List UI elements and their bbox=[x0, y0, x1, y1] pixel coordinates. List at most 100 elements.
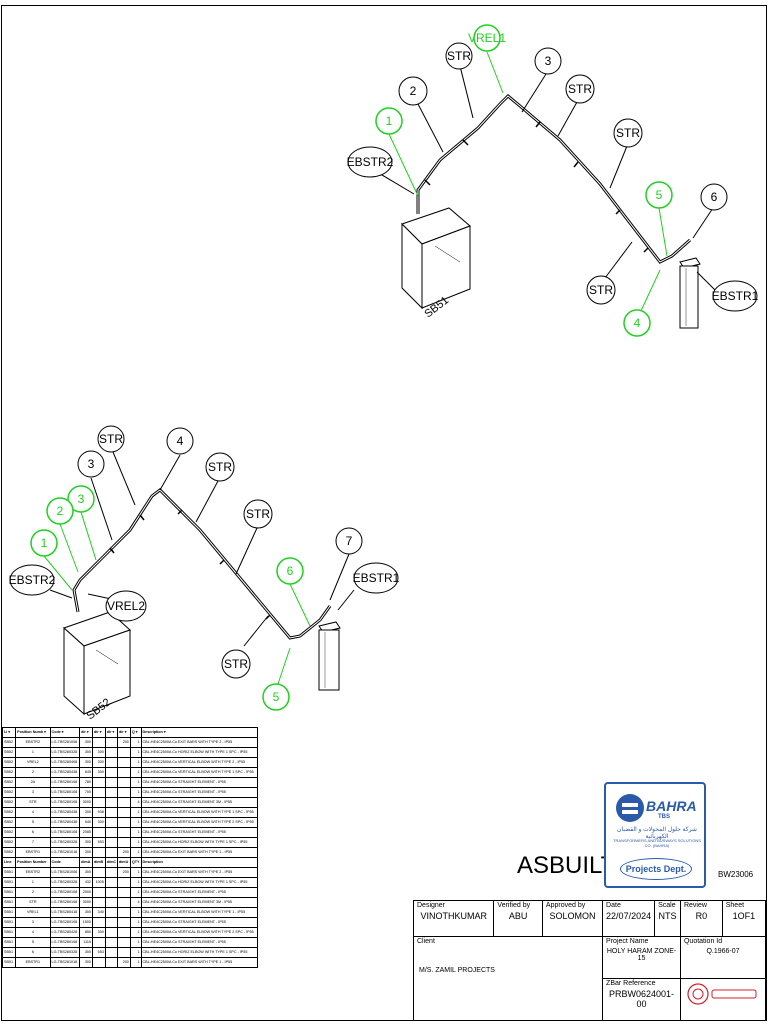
svg-text:6: 6 bbox=[711, 190, 718, 204]
table-cell: SB52 bbox=[1, 807, 17, 818]
table-cell: 3000 bbox=[79, 797, 93, 808]
table-cell: 1 bbox=[129, 887, 142, 898]
table-cell: CBL-HE4C2500A Cu VERTICAL ELBOW WITH TYP… bbox=[140, 757, 259, 768]
callout-str: STR bbox=[205, 452, 235, 482]
table-cell bbox=[104, 797, 119, 808]
table-cell bbox=[117, 767, 131, 778]
callout-str: STR bbox=[445, 42, 473, 70]
table-cell: 1 bbox=[129, 817, 142, 828]
table-cell: 300 bbox=[79, 847, 93, 858]
table-cell: 700 bbox=[79, 787, 93, 798]
table-cell: VREL2 bbox=[15, 757, 51, 768]
table-cell: LG-TBS280108 bbox=[49, 777, 81, 788]
bom-header-cell: dir ▾ bbox=[104, 727, 119, 738]
table-cell: 540 bbox=[79, 817, 93, 828]
table-cell: CBL-HE4C2500A Cu VERTICAL ELBOW WITH TYP… bbox=[140, 907, 259, 918]
bill-of-materials: Li ▾Position Numb ▾Code ▾dir ▾dir ▾dir ▾… bbox=[1, 727, 259, 968]
table-cell: 1 bbox=[129, 947, 142, 958]
bom-header-cell: Line bbox=[1, 857, 17, 868]
table-cell: 2 bbox=[15, 767, 51, 778]
table-cell: 1 bbox=[129, 747, 142, 758]
bom-header-cell: Li ▾ bbox=[1, 727, 17, 738]
bom-header-cell: dimA bbox=[79, 857, 93, 868]
table-cell: 300 bbox=[79, 757, 93, 768]
table-cell bbox=[104, 957, 119, 968]
table-cell: 200 bbox=[117, 867, 131, 878]
callout-1: 1 bbox=[375, 107, 403, 135]
svg-text:5: 5 bbox=[656, 188, 663, 202]
callout-6: 6 bbox=[276, 557, 304, 585]
callout-ebstr1: EBSTR1 bbox=[712, 280, 759, 312]
svg-text:VREL1: VREL1 bbox=[468, 31, 506, 45]
logo-dept: Projects Dept. bbox=[620, 858, 692, 880]
table-cell: 1 bbox=[129, 787, 142, 798]
table-cell: 2500 bbox=[79, 887, 93, 898]
table-cell bbox=[104, 827, 119, 838]
svg-text:EBSTR2: EBSTR2 bbox=[9, 573, 56, 587]
table-cell: LG-TBS280418 bbox=[49, 907, 81, 918]
callout-4: 4 bbox=[166, 427, 194, 455]
table-cell: CBL-HE4C2500A Cu VERTICAL ELBOW WITH TYP… bbox=[140, 807, 259, 818]
table-cell: EBSTR2 bbox=[15, 737, 51, 748]
table-cell: 300 bbox=[79, 747, 93, 758]
table-cell: SB52 bbox=[1, 737, 17, 748]
svg-text:STR: STR bbox=[568, 82, 592, 96]
table-cell: SB51 bbox=[1, 937, 17, 948]
callout-2: 2 bbox=[46, 497, 74, 525]
table-cell: LG-TBS280328 bbox=[49, 947, 81, 958]
table-cell: SB51 bbox=[1, 907, 17, 918]
table-cell: 1 bbox=[129, 957, 142, 968]
table-cell bbox=[104, 737, 119, 748]
table-cell bbox=[91, 937, 106, 948]
table-cell: 2 bbox=[15, 887, 51, 898]
drawing-number: BW23006 bbox=[718, 870, 754, 879]
bom-header-cell: Position Numb ▾ bbox=[15, 727, 51, 738]
table-cell bbox=[117, 887, 131, 898]
table-cell: SB52 bbox=[1, 777, 17, 788]
callout-7: 7 bbox=[335, 527, 363, 555]
table-cell: 1005 bbox=[91, 877, 106, 888]
table-cell bbox=[104, 937, 119, 948]
table-cell: CBL-HE4C2500A Cu HORIZ ELBOW WITH TYPE 1… bbox=[140, 747, 259, 758]
svg-text:2: 2 bbox=[57, 504, 64, 518]
table-cell bbox=[104, 847, 119, 858]
table-cell: 1 bbox=[129, 867, 142, 878]
table-cell: SB52 bbox=[1, 817, 17, 828]
callout-vrel2: VREL2 bbox=[105, 590, 147, 622]
table-cell: 1 bbox=[129, 767, 142, 778]
table-cell: LG-TBS281018 bbox=[49, 957, 81, 968]
bom-header-cell: dimU bbox=[117, 857, 131, 868]
table-cell: LG-TBS280108 bbox=[49, 787, 81, 798]
table-cell: 200 bbox=[117, 957, 131, 968]
table-cell: CBL-HE4C2500A Cu HORIZ ELBOW WITH TYPE 1… bbox=[140, 947, 259, 958]
table-cell: 300 bbox=[91, 767, 106, 778]
bahra-mark-icon bbox=[616, 794, 644, 822]
table-cell: 1 bbox=[15, 747, 51, 758]
table-cell: LG-TBS280328 bbox=[49, 837, 81, 848]
table-cell: CBL-HE4C2500A Cu EXIT BARS WITH TYPE 1 -… bbox=[140, 847, 259, 858]
table-cell: LG-TBS280428 bbox=[49, 927, 81, 938]
table-cell: 200 bbox=[117, 737, 131, 748]
table-cell: LG-TBS280438 bbox=[49, 767, 81, 778]
table-cell bbox=[91, 827, 106, 838]
table-cell: CBL-HE4C2500A Cu STRAIGHT ELEMENT - IP55 bbox=[140, 777, 259, 788]
table-cell: CBL-HE4C2500A Cu EXIT BARS WITH TYPE 1 -… bbox=[140, 957, 259, 968]
table-cell bbox=[104, 947, 119, 958]
table-cell: CBL-HE4C2500A Cu VERTICAL ELBOW WITH TYP… bbox=[140, 817, 259, 828]
table-cell: SB51 bbox=[1, 867, 17, 878]
svg-text:STR: STR bbox=[99, 432, 123, 446]
table-cell: 2A bbox=[15, 777, 51, 788]
bom-header-cell: dir ▾ bbox=[79, 727, 93, 738]
table-cell: CBL-HE4C2500A Cu STRAIGHT ELEMENT - IP55 bbox=[140, 827, 259, 838]
table-cell: SB52 bbox=[1, 767, 17, 778]
svg-text:3: 3 bbox=[88, 457, 95, 471]
table-cell bbox=[117, 747, 131, 758]
table-cell: 553 bbox=[91, 947, 106, 958]
